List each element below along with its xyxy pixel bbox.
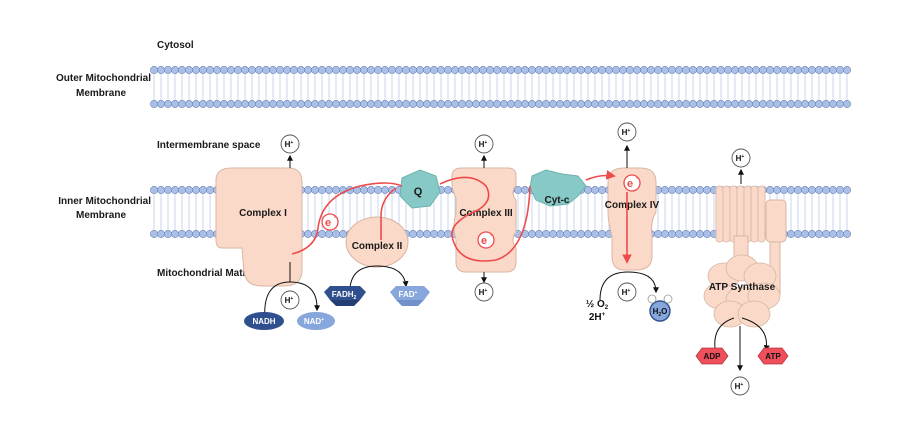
q-label: Q bbox=[414, 186, 423, 198]
outer-membrane-label-line1: Outer Mitochondrial bbox=[56, 73, 151, 84]
proton-8: H+ bbox=[730, 376, 750, 396]
electron-path bbox=[291, 170, 632, 264]
inner-membrane-label-line2: Membrane bbox=[76, 210, 126, 221]
complex-1-label: Complex I bbox=[239, 208, 287, 219]
svg-text:ATP: ATP bbox=[765, 352, 781, 361]
fadh2-badge: FADH2 bbox=[324, 286, 366, 306]
proton-6: H+ bbox=[474, 282, 494, 302]
proton-3: H+ bbox=[617, 122, 637, 142]
complex-2: Complex II bbox=[345, 216, 409, 268]
fad-badge: FAD+ bbox=[390, 286, 430, 306]
svg-text:H+: H+ bbox=[479, 140, 488, 149]
electron-3: e - bbox=[623, 174, 641, 192]
svg-text:H+: H+ bbox=[735, 382, 744, 391]
complex-3: Complex III bbox=[451, 167, 517, 273]
proton-7: H+ bbox=[617, 282, 637, 302]
svg-text:H+: H+ bbox=[736, 154, 745, 163]
nad-badge: NAD+ bbox=[297, 312, 335, 330]
ubiquinone-q: Q bbox=[399, 169, 441, 209]
proton-2: H+ bbox=[474, 134, 494, 154]
electron-2: e - bbox=[477, 231, 495, 249]
svg-text:FAD+: FAD+ bbox=[399, 290, 418, 299]
water-molecule: H2O bbox=[647, 294, 673, 322]
two-h-label: 2H+ bbox=[589, 312, 606, 323]
svg-text:H+: H+ bbox=[479, 288, 488, 297]
half-o2-label: ½ O2 bbox=[586, 299, 609, 311]
svg-text:H+: H+ bbox=[622, 288, 631, 297]
atp-badge: ATP bbox=[757, 347, 789, 365]
complex-1: Complex I bbox=[215, 167, 303, 287]
complex-4: Complex IV bbox=[605, 167, 660, 271]
svg-text:e: e bbox=[325, 217, 331, 229]
svg-text:H+: H+ bbox=[622, 128, 631, 137]
nadh-badge: NADH bbox=[244, 312, 284, 330]
adp-badge: ADP bbox=[695, 347, 729, 365]
svg-text:e: e bbox=[481, 235, 487, 247]
proton-5: H+ bbox=[280, 290, 300, 310]
atp-synthase: ATP Synthase bbox=[703, 185, 787, 328]
svg-text:FADH2: FADH2 bbox=[332, 290, 357, 301]
atp-synthase-label: ATP Synthase bbox=[709, 282, 776, 293]
inner-membrane-label-line1: Inner Mitochondrial bbox=[58, 196, 151, 207]
svg-text:H+: H+ bbox=[285, 296, 294, 305]
svg-text:-: - bbox=[334, 214, 337, 221]
svg-text:H2O: H2O bbox=[653, 307, 668, 318]
protons: H+ H+ H+ H+ H+ H+ H+ H+ bbox=[280, 122, 751, 396]
electron-1: e - bbox=[321, 213, 339, 231]
cytochrome-c: Cyt-c bbox=[529, 169, 587, 207]
svg-text:e: e bbox=[627, 178, 633, 190]
svg-text:ADP: ADP bbox=[704, 352, 722, 361]
svg-text:-: - bbox=[636, 175, 639, 182]
proton-4: H+ bbox=[731, 148, 751, 168]
cytc-label: Cyt-c bbox=[544, 195, 569, 206]
svg-text:H+: H+ bbox=[285, 140, 294, 149]
svg-text:NAD+: NAD+ bbox=[304, 317, 324, 326]
complex-3-label: Complex III bbox=[459, 208, 513, 219]
proton-1: H+ bbox=[280, 134, 300, 154]
intermembrane-label: Intermembrane space bbox=[157, 140, 261, 151]
outer-membrane-label-line2: Membrane bbox=[76, 88, 126, 99]
svg-text:NADH: NADH bbox=[252, 317, 275, 326]
outer-membrane bbox=[150, 66, 851, 108]
complex-4-label: Complex IV bbox=[605, 200, 660, 211]
cytosol-label: Cytosol bbox=[157, 40, 194, 51]
complex-2-label: Complex II bbox=[352, 241, 403, 252]
matrix-label: Mitochondrial Matrix bbox=[157, 268, 255, 279]
svg-text:-: - bbox=[490, 232, 493, 239]
